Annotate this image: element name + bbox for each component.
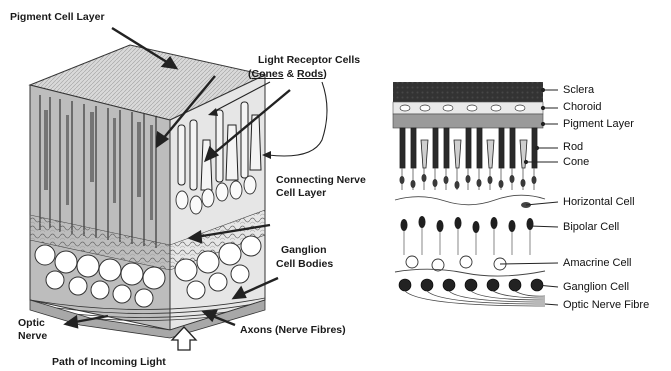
bipolar-cells bbox=[401, 216, 534, 233]
label-optic-nerve-fibre: Optic Nerve Fibre bbox=[563, 299, 649, 312]
label-bipolar-cell: Bipolar Cell bbox=[563, 221, 619, 234]
label-cone: Cone bbox=[563, 156, 589, 169]
label-ganglion-cell: Ganglion Cell bbox=[563, 281, 629, 294]
inner-plexus bbox=[395, 269, 545, 276]
label-rod: Rod bbox=[563, 141, 583, 154]
pigment-layer bbox=[393, 114, 543, 128]
amacrine-cells bbox=[406, 256, 506, 271]
label-amacrine-cell: Amacrine Cell bbox=[563, 257, 631, 270]
label-pigment-layer: Pigment Layer bbox=[563, 118, 634, 131]
optic-nerve-fibres bbox=[405, 291, 545, 306]
bipolar-processes bbox=[404, 228, 530, 255]
label-choroid: Choroid bbox=[563, 101, 602, 114]
rods-and-cones bbox=[400, 128, 537, 168]
label-horizontal-cell: Horizontal Cell bbox=[563, 196, 635, 209]
ganglion-cells bbox=[399, 279, 543, 291]
label-sclera: Sclera bbox=[563, 84, 594, 97]
